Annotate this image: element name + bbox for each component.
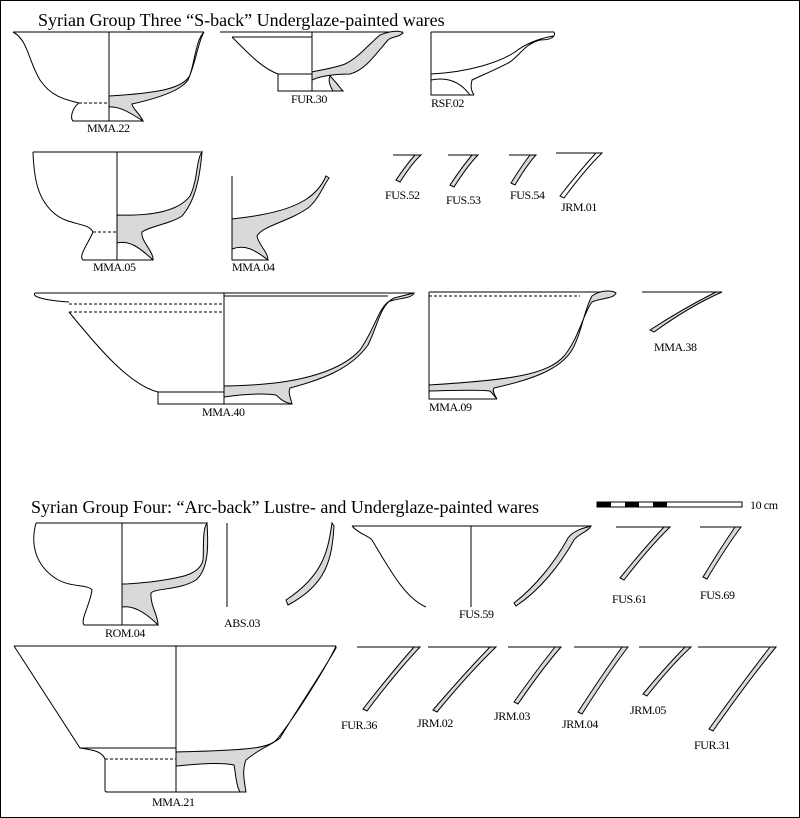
rim-sherd-fur-36 — [357, 646, 422, 712]
rim-sherd-jrm-02 — [428, 646, 498, 713]
vessel-label: MMA.04 — [232, 260, 275, 274]
vessel-label: MMA.38 — [654, 340, 697, 354]
vessel-fur-30 — [220, 30, 404, 92]
rim-sherd-fur-31 — [698, 646, 778, 732]
vessel-label: FUS.52 — [385, 188, 420, 202]
vessel-label: FUR.30 — [291, 92, 327, 106]
rim-sherd-fus-52 — [393, 154, 423, 183]
rim-sherds — [357, 152, 778, 732]
scale-bar: 10 cm — [596, 498, 779, 512]
vessel-label: FUR.31 — [694, 738, 730, 752]
group-three-title: Syrian Group Three “S-back” Underglaze-p… — [38, 10, 445, 30]
vessel-mma-40 — [33, 292, 415, 405]
vessel-label: JRM.01 — [561, 200, 597, 214]
vessel-label: FUS.69 — [700, 588, 735, 602]
vessel-label: MMA.21 — [152, 795, 195, 809]
scale-bar-label: 10 cm — [750, 498, 779, 512]
vessel-label: ABS.03 — [224, 616, 260, 630]
vessel-rsf-02 — [430, 31, 555, 96]
vessel-label: FUS.53 — [446, 193, 481, 207]
vessel-label: JRM.05 — [630, 703, 666, 717]
vessel-label: MMA.40 — [202, 405, 245, 419]
vessel-label: MMA.22 — [87, 121, 130, 135]
vessel-label: JRM.03 — [494, 709, 530, 723]
vessel-mma-22 — [12, 31, 205, 123]
rim-sherd-jrm-01 — [556, 152, 604, 199]
vessel-label: FUS.59 — [459, 607, 494, 621]
rim-sherd-jrm-04 — [574, 646, 630, 715]
vessel-label: RSF.02 — [431, 96, 464, 110]
vessel-mma-04 — [231, 175, 330, 262]
vessel-label: JRM.04 — [562, 717, 598, 731]
vessel-label: FUS.54 — [510, 188, 545, 202]
rim-sherd-jrm-05 — [639, 646, 693, 697]
vessel-label: ROM.04 — [105, 626, 145, 640]
vessel-abs-03 — [226, 521, 335, 607]
vessel-mma-05 — [32, 150, 203, 262]
rim-sherd-fus-69 — [700, 526, 742, 580]
rim-sherd-fus-54 — [509, 154, 538, 186]
vessel-label: FUS.61 — [612, 592, 647, 606]
rim-sherd-mma-38 — [642, 291, 723, 333]
vessel-label: MMA.09 — [429, 400, 472, 414]
rim-sherd-fus-61 — [616, 526, 672, 581]
vessel-label: JRM.02 — [417, 716, 453, 730]
vessel-mma-21 — [13, 645, 337, 793]
vessel-fus-59 — [351, 525, 592, 608]
vessel-label: FUR.36 — [341, 718, 377, 732]
rim-sherd-jrm-03 — [508, 646, 563, 705]
rim-sherd-fus-53 — [448, 154, 480, 188]
vessel-label: MMA.05 — [93, 260, 136, 274]
vessel-rom-04 — [33, 521, 209, 627]
group-four-title: Syrian Group Four: “Arc-back” Lustre- an… — [31, 497, 539, 517]
vessel-mma-09 — [428, 290, 617, 400]
